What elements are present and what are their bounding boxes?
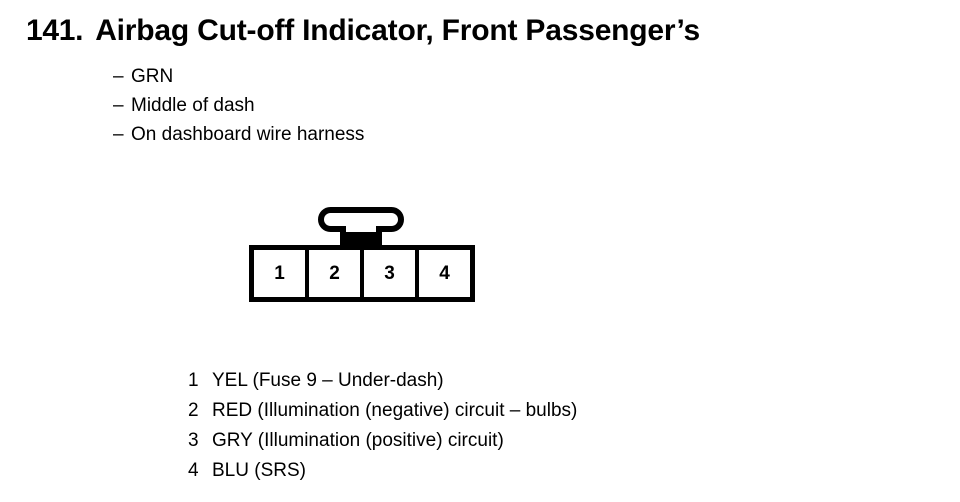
note-item: – GRN (113, 62, 364, 91)
dash-bullet-icon: – (113, 95, 124, 116)
pinout-row: 4 BLU (SRS) (188, 456, 577, 486)
pinout-description: BLU (SRS) (212, 460, 306, 481)
connector-pin-cell: 1 (254, 250, 309, 297)
connector-housing: 1 2 3 4 (249, 245, 475, 302)
note-label: Middle of dash (131, 95, 255, 116)
pinout-description: YEL (Fuse 9 – Under-dash) (212, 370, 444, 391)
pinout-description: GRY (Illumination (positive) circuit) (212, 430, 504, 451)
pinout-pin-number: 3 (188, 430, 199, 451)
note-item: – Middle of dash (113, 91, 364, 120)
dash-bullet-icon: – (113, 66, 124, 87)
dash-bullet-icon: – (113, 124, 124, 145)
item-number: 141. (26, 14, 84, 47)
pinout-pin-number: 4 (188, 460, 199, 481)
note-label: GRN (131, 66, 174, 87)
title-text: Airbag Cut-off Indicator, Front Passenge… (95, 14, 701, 47)
pinout-row: 1 YEL (Fuse 9 – Under-dash) (188, 366, 577, 396)
notes-list: – GRN – Middle of dash – On dashboard wi… (113, 62, 364, 149)
pinout-pin-number: 1 (188, 370, 199, 391)
pinout-pin-number: 2 (188, 400, 199, 421)
pinout-list: 1 YEL (Fuse 9 – Under-dash) 2 RED (Illum… (188, 366, 577, 486)
note-item: – On dashboard wire harness (113, 120, 364, 149)
note-label: On dashboard wire harness (131, 124, 365, 145)
connector-pin-cell: 2 (309, 250, 364, 297)
pinout-row: 2 RED (Illumination (negative) circuit –… (188, 396, 577, 426)
pinout-description: RED (Illumination (negative) circuit – b… (212, 400, 578, 421)
pinout-row: 3 GRY (Illumination (positive) circuit) (188, 426, 577, 456)
connector-latch-stem-notch (346, 226, 376, 232)
connector-pin-cell: 4 (439, 262, 450, 284)
page-title: 141. Airbag Cut-off Indicator, Front Pas… (26, 14, 700, 48)
connector-diagram: 1 2 3 4 (249, 207, 475, 302)
connector-pin-cell: 3 (364, 250, 419, 297)
